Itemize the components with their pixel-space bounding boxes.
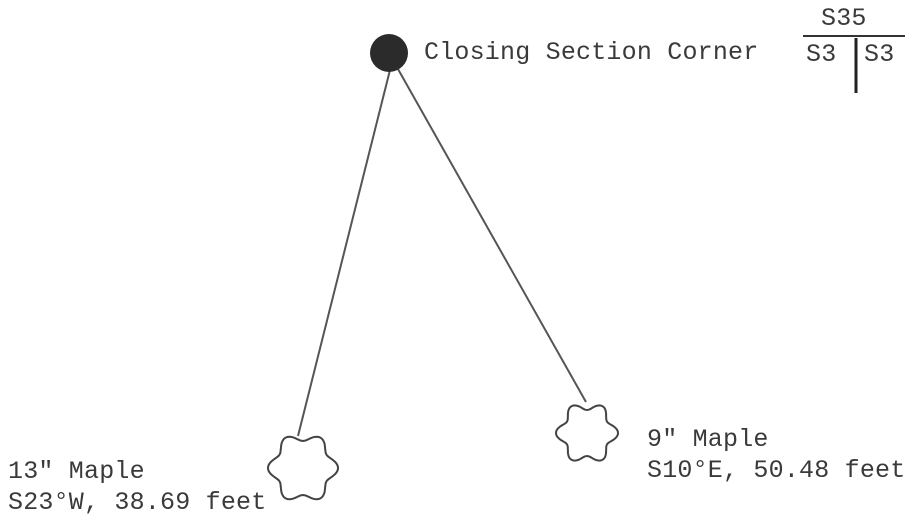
tree-icon-east: [554, 404, 620, 462]
corner-label: Closing Section Corner: [424, 38, 759, 67]
tree-west-size: 13" Maple: [8, 457, 145, 486]
bearing-line-west: [297, 61, 393, 437]
tree-west-bearing: S23°W, 38.69 feet: [8, 488, 267, 517]
tree-east-size: 9" Maple: [647, 425, 769, 454]
section-key-bottom-left: S3: [806, 40, 837, 69]
section-key-bottom-right: S3: [864, 40, 895, 69]
tree-icon-west: [266, 435, 340, 501]
bearing-line-east: [393, 61, 587, 403]
section-key-top: S35: [821, 4, 867, 33]
tree-east-bearing: S10°E, 50.48 feet: [647, 456, 906, 485]
corner-marker: [370, 34, 408, 72]
